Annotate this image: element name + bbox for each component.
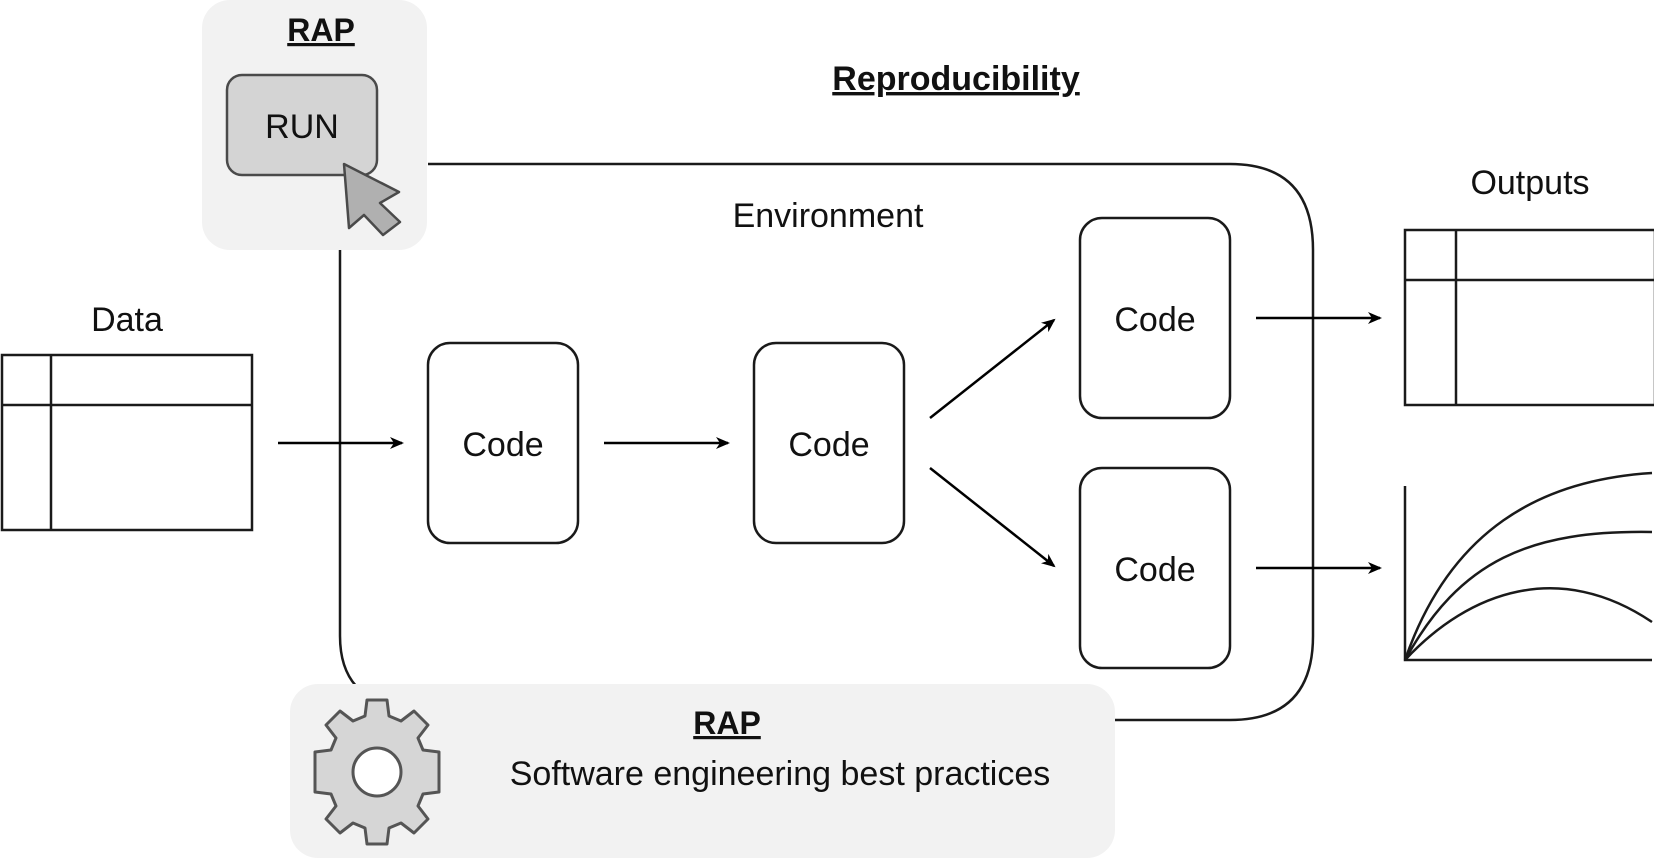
environment-boundary bbox=[338, 162, 1315, 722]
practices-panel-subtitle: Software engineering best practices bbox=[510, 755, 1051, 793]
outputs-label: Outputs bbox=[1470, 164, 1589, 202]
practices-panel-title: RAP bbox=[693, 705, 761, 741]
code-block-2: Code bbox=[752, 341, 906, 545]
data-label: Data bbox=[91, 301, 163, 339]
code-block-4-label: Code bbox=[1114, 551, 1195, 589]
arrow-code-2-to-code-3 bbox=[929, 318, 1056, 419]
rap-practices-panel: RAP Software engineering best practices bbox=[290, 684, 1115, 858]
output-chart-icon bbox=[1403, 471, 1653, 662]
code-block-3-label: Code bbox=[1114, 301, 1195, 339]
run-panel-title: RAP bbox=[287, 12, 355, 48]
code-block-2-label: Code bbox=[788, 426, 869, 464]
code-block-4: Code bbox=[1078, 466, 1232, 670]
arrow-code-2-to-code-4 bbox=[929, 467, 1056, 568]
rap-run-panel: RAP RUN bbox=[202, 0, 427, 250]
code-block-1: Code bbox=[426, 341, 580, 545]
output-table-icon bbox=[1403, 228, 1654, 407]
cursor-arrow-icon bbox=[342, 162, 402, 237]
reproducibility-title: Reproducibility bbox=[832, 60, 1080, 98]
data-table-icon bbox=[0, 353, 254, 532]
practices-panel-background bbox=[290, 684, 1115, 858]
run-button-label: RUN bbox=[265, 108, 339, 146]
code-block-3: Code bbox=[1078, 216, 1232, 420]
environment-label: Environment bbox=[733, 197, 924, 235]
code-block-1-label: Code bbox=[462, 426, 543, 464]
run-button-shape[interactable] bbox=[225, 73, 379, 177]
gear-icon bbox=[313, 698, 441, 846]
